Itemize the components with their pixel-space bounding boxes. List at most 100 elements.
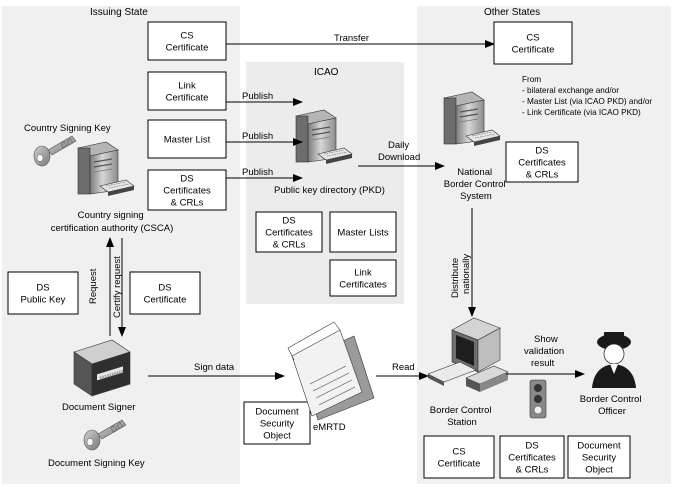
bco-label: Border Control Officer	[580, 394, 644, 417]
box-text-line: Certificates	[339, 280, 387, 291]
box-text-line: Certificates	[265, 228, 313, 239]
box-border	[147, 21, 227, 61]
request-arrow: Request	[88, 237, 114, 336]
document-signer-label: Document Signer	[62, 402, 135, 413]
box-text-line: DS	[180, 174, 193, 185]
box-border	[567, 435, 631, 479]
svg-text:Certify request: Certify request	[112, 256, 123, 318]
master-lists-pkd-box: Master Lists	[329, 211, 397, 253]
svg-text:result: result	[531, 358, 555, 369]
validation-signal-icon	[529, 379, 547, 419]
svg-text:Daily: Daily	[388, 140, 409, 151]
box-text-line: Certificates	[508, 453, 556, 464]
svg-text:Publish: Publish	[242, 167, 273, 178]
box-border	[243, 401, 311, 445]
other-states-title: Other States	[484, 7, 540, 18]
box-text-line: Security	[582, 453, 617, 464]
box-border	[329, 211, 397, 253]
document-signer-icon	[73, 339, 131, 397]
issuing-state-title: Issuing State	[90, 7, 148, 18]
publish-link-arrow: Publish	[226, 91, 303, 106]
box-text-line: Certificate	[166, 43, 209, 54]
svg-text:nationally: nationally	[461, 254, 472, 294]
box-text-line: DS	[525, 441, 538, 452]
box-text-line: DS	[158, 283, 171, 294]
publish-ds-arrow: Publish	[226, 167, 303, 182]
box-border	[255, 211, 323, 253]
box-text-line: Certificate	[144, 295, 187, 306]
read-arrow: Read	[376, 362, 429, 380]
svg-text:Transfer: Transfer	[334, 33, 369, 44]
box-text-line: Certificates	[518, 158, 566, 169]
country-signing-key-label: Country Signing Key	[24, 123, 111, 134]
box-text-line: Security	[260, 419, 295, 430]
box-text-line: Certificates	[163, 186, 211, 197]
box-text-line: Object	[263, 431, 291, 442]
svg-text:Publish: Publish	[242, 91, 273, 102]
box-text-line: Document	[577, 441, 621, 452]
svg-text:Sign data: Sign data	[194, 362, 235, 373]
icao-title: ICAO	[314, 67, 339, 78]
box-text-line: DS	[535, 146, 548, 157]
box-border	[505, 141, 579, 183]
box-border	[499, 435, 565, 479]
master-list-issuing-box: Master List	[147, 119, 227, 159]
box-border	[493, 21, 573, 65]
box-text-line: Object	[585, 465, 613, 476]
emrtd-label: eMRTD	[313, 422, 346, 433]
svg-text:Distribute: Distribute	[450, 258, 461, 298]
box-text-line: DS	[282, 216, 295, 227]
box-border	[129, 271, 201, 315]
box-text-line: Public Key	[21, 295, 66, 306]
emrtd-passport-icon	[287, 321, 375, 421]
box-text-line: CS	[180, 31, 193, 42]
pkd-label: Public key directory (PKD)	[274, 185, 385, 196]
box-text-line: Link	[354, 268, 372, 279]
border-control-station-icon	[427, 317, 509, 392]
csca-label: Country signing certification authority …	[51, 210, 173, 234]
from-note: From - bilateral exchange and/or - Maste…	[522, 75, 654, 117]
box-text-line: Certificate	[438, 459, 481, 470]
box-text-line: Document	[255, 407, 299, 418]
certify-request-arrow: Certify request	[112, 238, 126, 337]
box-text-line: Master Lists	[337, 228, 388, 239]
daily-download-arrow: Daily Download	[358, 140, 445, 170]
box-border	[423, 435, 495, 479]
box-border	[147, 71, 227, 111]
publish-master-list-arrow: Publish	[226, 131, 303, 146]
box-text-line: & CRLs	[171, 198, 204, 209]
box-border	[329, 259, 397, 297]
transfer-arrow: Transfer	[226, 33, 495, 48]
show-validation-result-arrow: Show validation result	[506, 334, 585, 378]
box-text-line: CS	[526, 33, 539, 44]
svg-text:Show: Show	[534, 334, 558, 345]
box-text-line: & CRLs	[273, 240, 306, 251]
box-text-line: Certificate	[166, 93, 209, 104]
border-control-officer-icon	[592, 332, 636, 388]
document-signing-key-label: Document Signing Key	[48, 458, 145, 469]
distribute-nationally-arrow: Distribute nationally	[450, 208, 476, 317]
bcs-label: Border Control Station	[430, 405, 494, 428]
box-border	[7, 271, 79, 315]
box-text-line: Certificate	[512, 45, 555, 56]
box-border	[147, 169, 227, 211]
sign-data-arrow: Sign data	[148, 362, 285, 380]
svg-text:validation: validation	[524, 346, 564, 357]
box-text-line: & CRLs	[526, 170, 559, 181]
nbcs-label: National Border Control System	[444, 167, 508, 202]
box-border	[147, 119, 227, 159]
box-text-line: DS	[36, 283, 49, 294]
